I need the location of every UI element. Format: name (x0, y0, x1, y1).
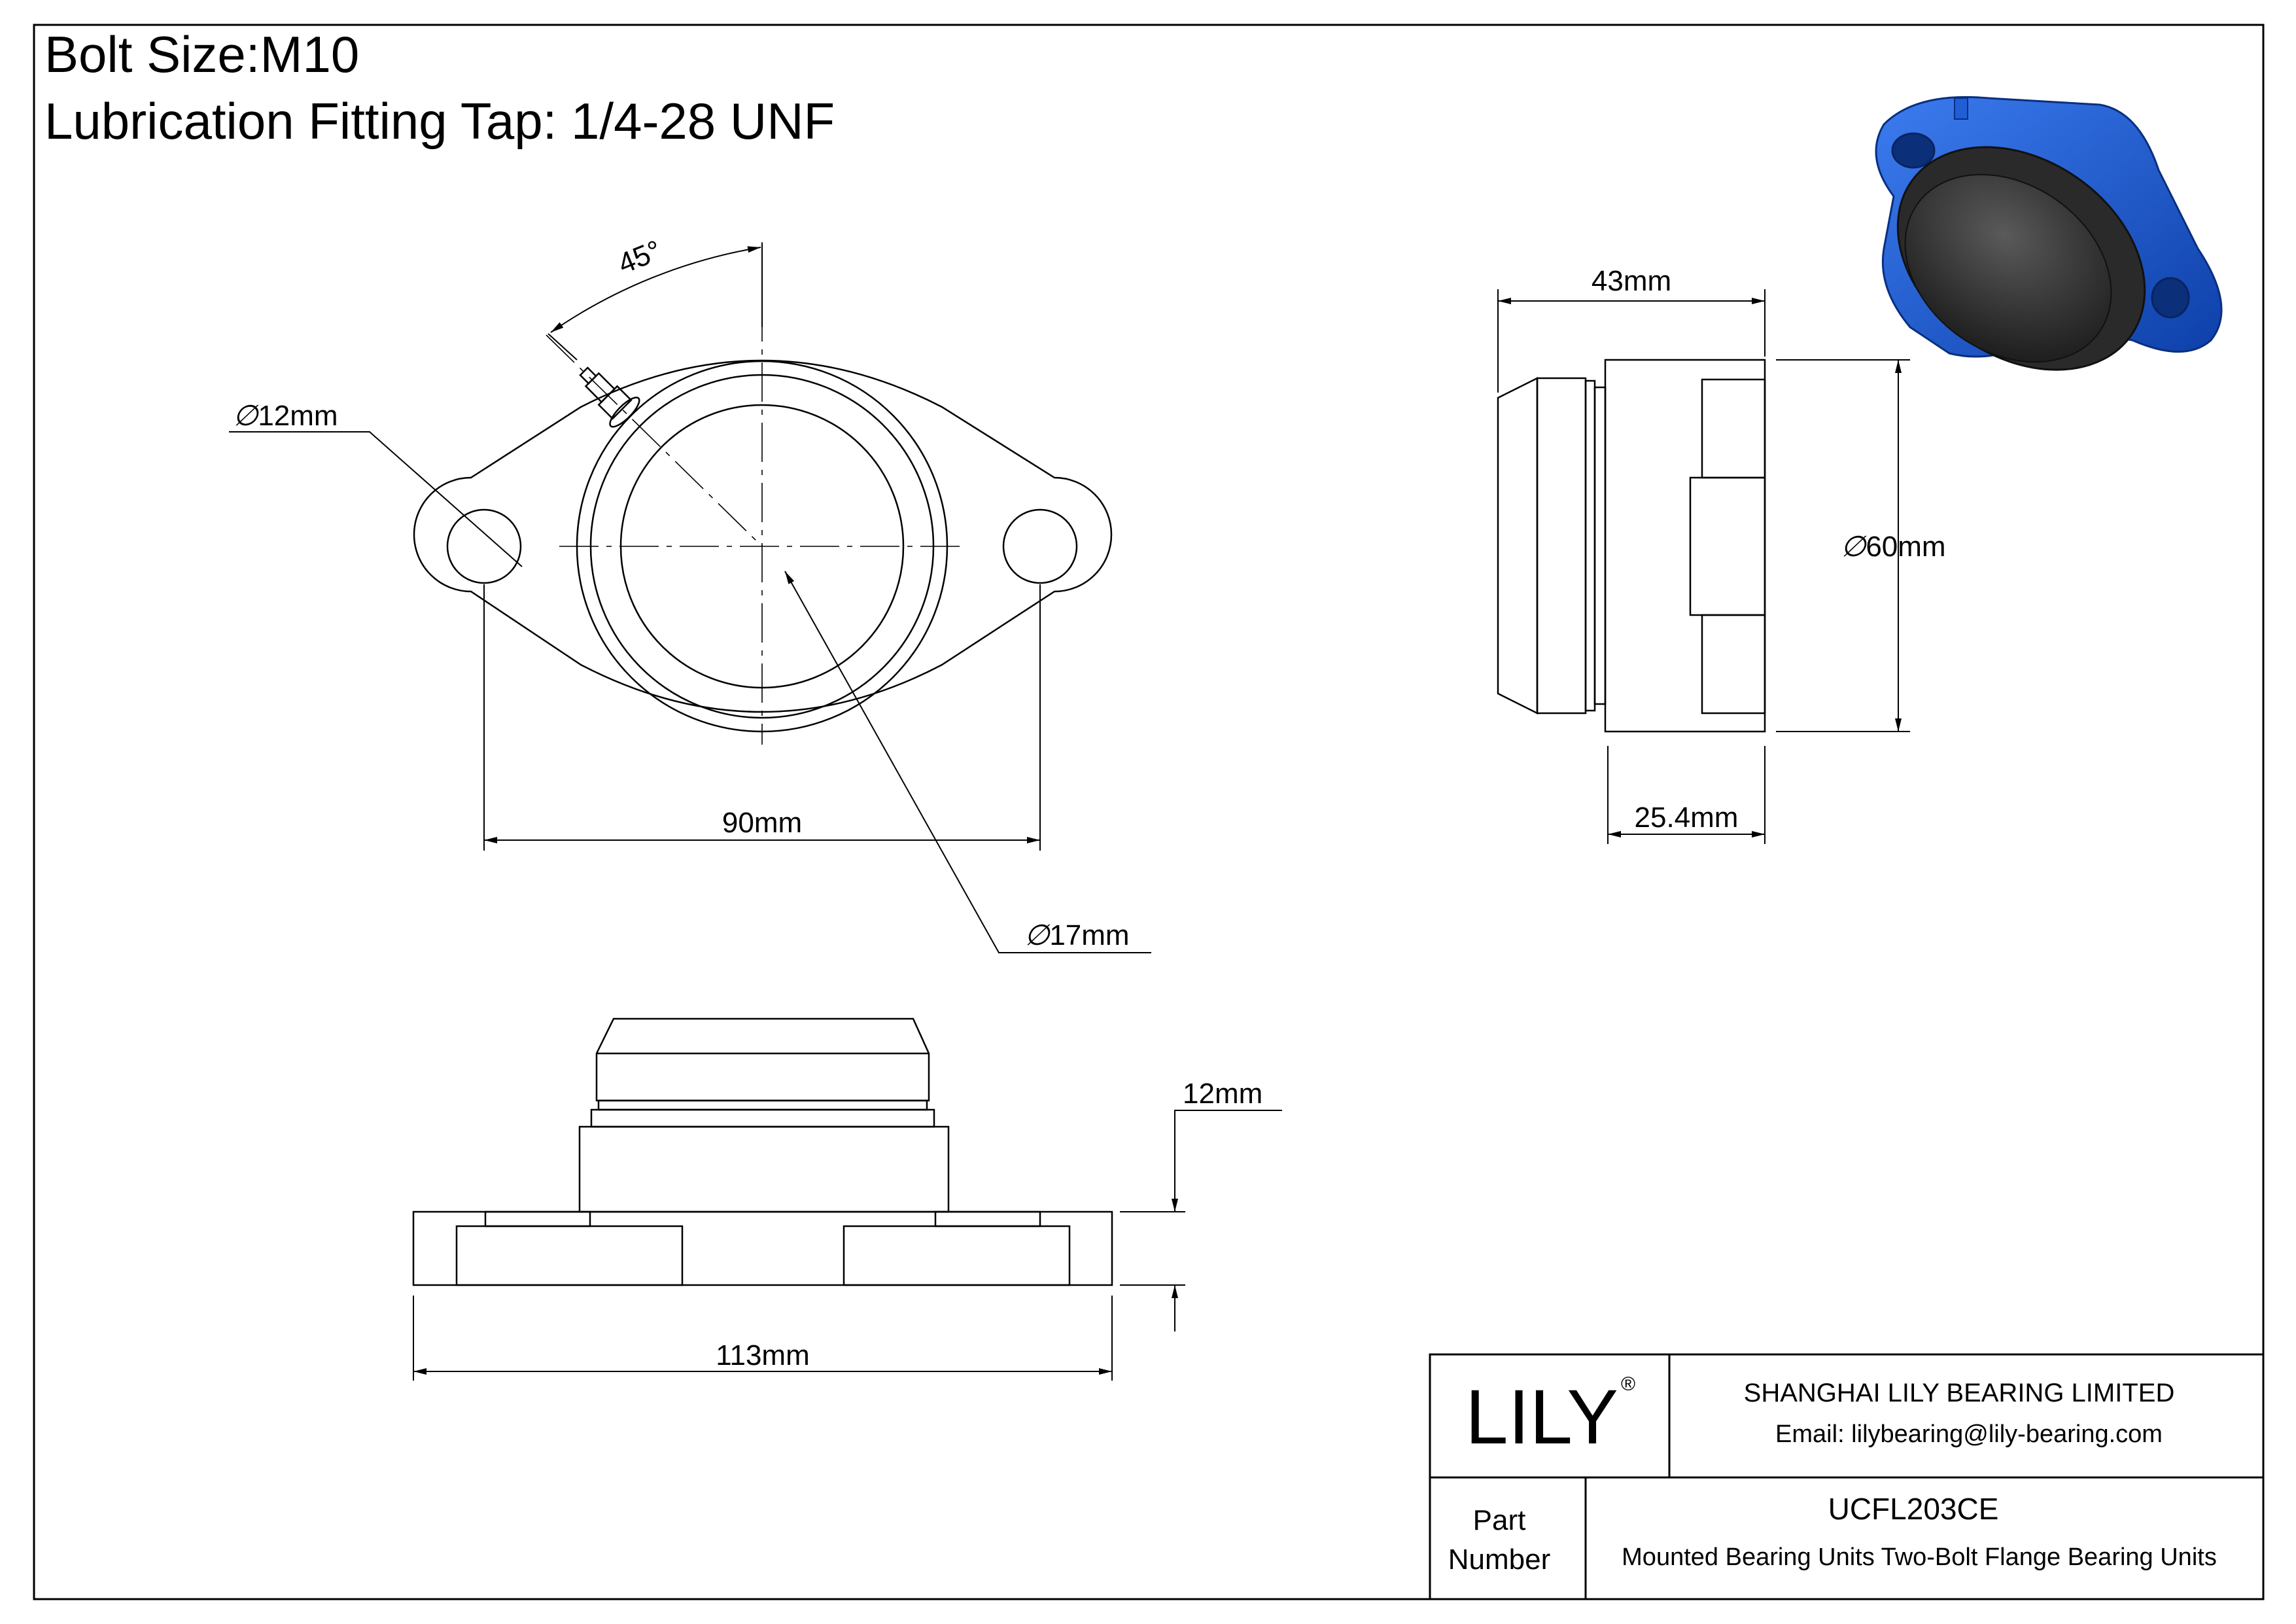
width-total-dim-lines (1497, 289, 1765, 393)
flange-plate (412, 1210, 1113, 1286)
right-bolt-hole (1002, 508, 1078, 584)
flange-top-block (1701, 378, 1766, 479)
overall-length-dim-lines (413, 1296, 1113, 1381)
part-label-line1: Part (1473, 1504, 1526, 1536)
insert-chamfer (1497, 376, 1539, 715)
bore-leader (784, 571, 1151, 953)
bolt-spacing-dim: 90mm (722, 807, 802, 839)
bottom-view (412, 1017, 1113, 1286)
grease-fitting-3d (1954, 97, 1968, 120)
front-view (413, 359, 1113, 733)
bore-dim: ∅17mm (1024, 919, 1130, 951)
insert-3d-cap (1904, 173, 2112, 363)
company-name: SHANGHAI LILY BEARING LIMITED (1744, 1379, 2175, 1407)
flange-thickness-dim: 12mm (1183, 1078, 1262, 1110)
company-email: Email: lilybearing@lily-bearing.com (1775, 1421, 2163, 1448)
isometric-render (1875, 96, 2223, 371)
angle-ref-line-2 (548, 333, 578, 361)
flange-outline (413, 359, 1113, 713)
angle-arc (550, 246, 761, 333)
housing-dia-dim-lines (1776, 359, 1910, 732)
registered-mark: ® (1621, 1373, 1635, 1395)
side-view (1497, 359, 1766, 733)
sheet-border (33, 24, 2265, 1600)
insert-shoulder (1593, 386, 1607, 705)
housing-body (1604, 359, 1766, 733)
ring-width-dim: 25.4mm (1635, 802, 1739, 834)
bolt-hole-3d-left (1891, 132, 1936, 169)
front-centerlines (546, 242, 965, 745)
flange-left-pad (455, 1225, 684, 1286)
part-description: Mounted Bearing Units Two-Bolt Flange Be… (1622, 1544, 2217, 1571)
part-label-line2: Number (1448, 1544, 1551, 1576)
lily-logo: LILY (1465, 1374, 1618, 1460)
bolt-hole-3d-right (2151, 277, 2190, 319)
title-block (1429, 1353, 2265, 1600)
insert-groove-b (597, 1099, 928, 1111)
width-total-dim: 43mm (1592, 265, 1671, 297)
part-number: UCFL203CE (1828, 1492, 1999, 1526)
housing-dia-dim: ∅60mm (1841, 531, 1946, 563)
insert-groove (1584, 380, 1596, 712)
bolt-spacing-dim-lines (483, 584, 1041, 851)
flange-thickness-dim-lines (1120, 1110, 1282, 1332)
bolt-hole-leader (229, 431, 523, 567)
housing-top-b (578, 1125, 950, 1213)
left-bolt-hole (446, 508, 522, 584)
insert-body (1536, 377, 1587, 715)
flange-right-pad (843, 1225, 1071, 1286)
bolt-size-title: Bolt Size:M10 (44, 26, 360, 83)
flange-bottom-block (1701, 614, 1766, 715)
overall-length-dim: 113mm (716, 1339, 809, 1371)
angle-label: 45° (614, 234, 666, 280)
ring-width-dim-lines (1607, 746, 1765, 844)
flange-mid-block (1689, 476, 1766, 616)
insert-shoulder-b (590, 1108, 935, 1128)
lubrication-title: Lubrication Fitting Tap: 1/4-28 UNF (44, 92, 835, 150)
bolt-hole-dim: ∅12mm (233, 400, 338, 432)
insert-top (595, 1017, 930, 1102)
flange-right-step (934, 1210, 1041, 1227)
flange-left-step (484, 1210, 591, 1227)
